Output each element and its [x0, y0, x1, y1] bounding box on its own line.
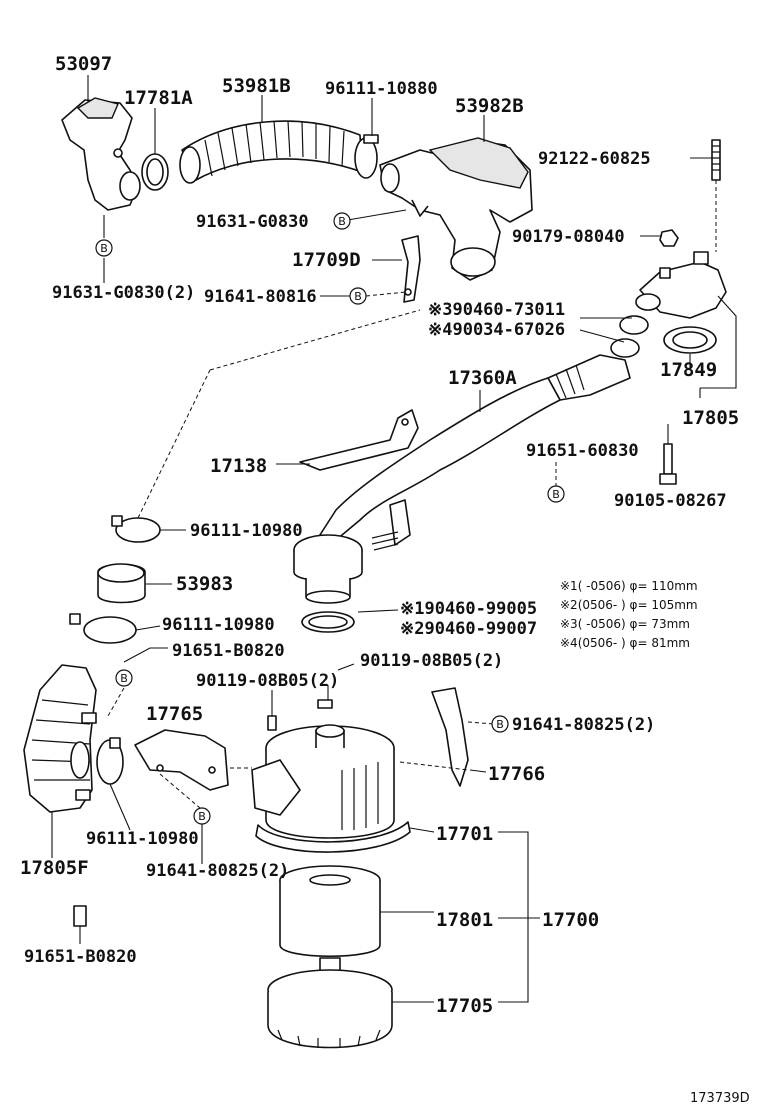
svg-text:B: B: [120, 672, 128, 685]
label-17701: 17701: [436, 823, 493, 845]
label-17709d: 17709D: [292, 249, 361, 271]
label-90034-67026: ※490034-67026: [428, 320, 565, 340]
note-4: ※4(0506- ) φ= 81mm: [560, 636, 690, 650]
label-17766: 17766: [488, 763, 545, 785]
label-53982b: 53982B: [455, 95, 524, 117]
leader-lines: [51, 75, 737, 1003]
label-91641-80825-right: 91641-80825(2): [512, 715, 655, 735]
label-53097: 53097: [55, 53, 112, 75]
label-17801: 17801: [436, 909, 493, 931]
marker-b-1: B: [333, 212, 351, 230]
label-91631-g0830-2: 91631-G0830(2): [52, 283, 195, 303]
bolt-90105-drawing: [659, 443, 677, 485]
label-90105-08267: 90105-08267: [614, 491, 727, 511]
screw-lower-drawing: [73, 905, 87, 927]
marker-b-5: B: [115, 669, 133, 687]
svg-text:B: B: [354, 290, 362, 303]
small-clamps-drawing: [610, 315, 649, 358]
pipe-outlet-drawing: [293, 534, 363, 604]
marker-b-2: B: [95, 239, 113, 257]
clamp-99005-drawing: [301, 611, 355, 633]
label-17765: 17765: [146, 703, 203, 725]
label-92122-60825: 92122-60825: [538, 149, 651, 169]
elbow-53982b-drawing: [379, 137, 533, 281]
label-91641-80816: 91641-80816: [204, 287, 317, 307]
sleeve-53983-drawing: [97, 563, 146, 604]
gasket-drawing: [663, 326, 717, 354]
label-90460-73011: ※390460-73011: [428, 300, 565, 320]
clamp-10980-middle-drawing: [69, 613, 137, 644]
label-17705: 17705: [436, 995, 493, 1017]
air-cleaner-case-drawing: [251, 724, 411, 853]
svg-text:B: B: [552, 488, 560, 501]
label-17805: 17805: [682, 407, 739, 429]
note-3: ※3( -0506) φ= 73mm: [560, 617, 690, 631]
label-17360a: 17360A: [448, 367, 517, 389]
bracket-17709d-drawing: [401, 235, 421, 303]
label-53983: 53983: [176, 573, 233, 595]
ring-17781a-drawing: [141, 153, 169, 191]
marker-b-7: B: [193, 807, 211, 825]
nut-drawing: [659, 229, 679, 247]
part-labels: 53097 17781A 53981B 96111-10880 53982B 9…: [20, 53, 739, 1017]
label-91651-60830: 91651-60830: [526, 441, 639, 461]
label-17849: 17849: [660, 359, 717, 381]
main-pipe-drawing: [317, 354, 631, 551]
label-17700: 17700: [542, 909, 599, 931]
note-2: ※2(0506- ) φ= 105mm: [560, 598, 698, 612]
label-90119-08b05-right: 90119-08B05(2): [360, 651, 503, 671]
bracket-17138-drawing: [299, 409, 419, 471]
svg-text:B: B: [496, 718, 504, 731]
label-96111-10980-lower: 96111-10980: [86, 829, 199, 849]
label-96111-10980-middle: 96111-10980: [162, 615, 275, 635]
drawing-code: 173739D: [690, 1091, 750, 1106]
label-90460-99005: ※190460-99005: [400, 599, 537, 619]
label-90179-08040: 90179-08040: [512, 227, 625, 247]
clamp-10980-lower-drawing: [96, 737, 124, 785]
note-1: ※1( -0506) φ= 110mm: [560, 579, 698, 593]
marker-b-4: B: [547, 485, 565, 503]
svg-text:B: B: [100, 242, 108, 255]
outlet-housing-drawing: [635, 251, 727, 319]
label-17138: 17138: [210, 455, 267, 477]
label-53981b: 53981B: [222, 75, 291, 97]
elbow-17805f-drawing: [23, 664, 97, 813]
label-90119-08b05-left: 90119-08B05(2): [196, 671, 339, 691]
svg-text:B: B: [198, 810, 206, 823]
corrugated-hose-drawing: [179, 120, 363, 184]
label-90460-99007: ※290460-99007: [400, 619, 537, 639]
bracket-17766-drawing: [431, 687, 469, 787]
svg-text:B: B: [338, 215, 346, 228]
inlet-duct-drawing: [61, 97, 141, 211]
label-96111-10980-upper: 96111-10980: [190, 521, 303, 541]
bottom-cap-drawing: [267, 957, 393, 1049]
label-91631-g0830: 91631-G0830: [196, 212, 309, 232]
marker-b-3: B: [349, 287, 367, 305]
bracket-17765-drawing: [134, 729, 229, 791]
size-notes: ※1( -0506) φ= 110mm ※2(0506- ) φ= 105mm …: [560, 579, 698, 650]
marker-b-6: B: [491, 715, 509, 733]
clamp-10980-upper-drawing: [111, 515, 161, 543]
label-17781a: 17781A: [124, 87, 193, 109]
label-17805f: 17805F: [20, 857, 89, 879]
stud-drawing: [711, 139, 721, 181]
clamp-10880-drawing: [354, 134, 379, 179]
bolts-90119-drawing: [267, 699, 333, 731]
filter-element-drawing: [279, 865, 381, 958]
label-96111-10880: 96111-10880: [325, 79, 438, 99]
label-91641-80825-left: 91641-80825(2): [146, 861, 289, 881]
label-91651-b0820-upper: 91651-B0820: [172, 641, 285, 661]
label-91651-b0820-lower: 91651-B0820: [24, 947, 137, 967]
